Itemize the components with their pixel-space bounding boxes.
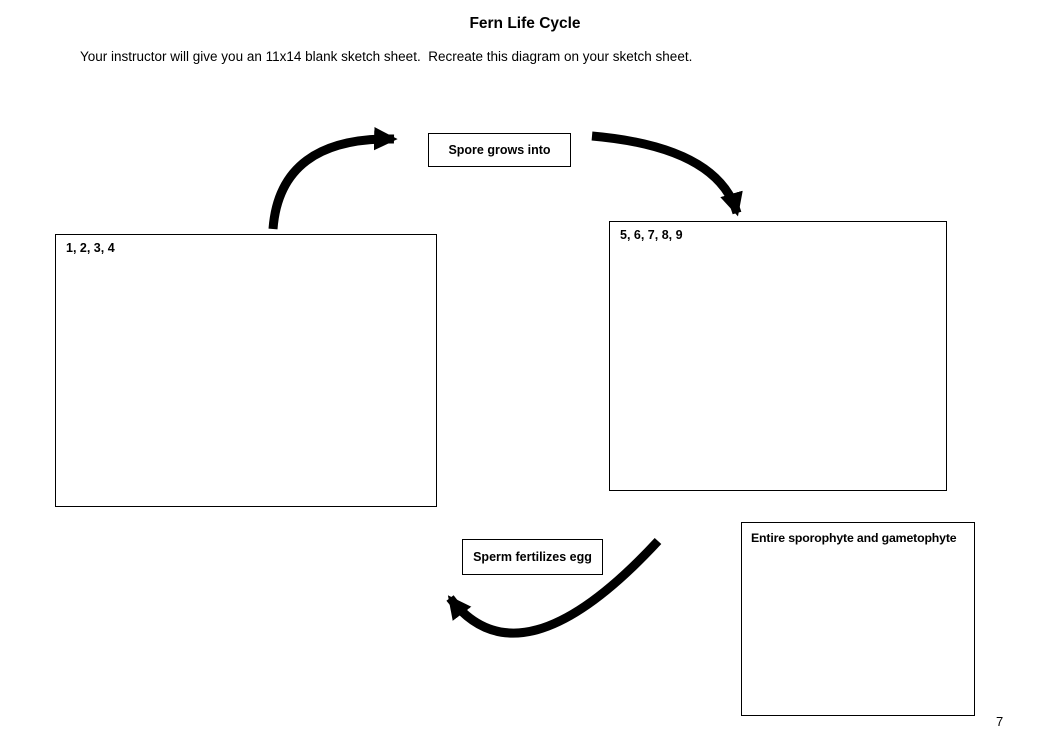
spore-grows-into-box: Spore grows into [428,133,571,167]
left-sketch-box-label: 1, 2, 3, 4 [66,241,115,255]
right-sketch-box: 5, 6, 7, 8, 9 [609,221,947,491]
spore-grows-into-label: Spore grows into [448,143,551,157]
arrow-left-box-to-spore [268,126,398,230]
page-title: Fern Life Cycle [469,15,581,32]
entire-sporophyte-gametophyte-box: Entire sporophyte and gametophyte [741,522,975,716]
sperm-fertilizes-egg-box: Sperm fertilizes egg [462,539,603,575]
arrow-spore-to-right-box [591,131,743,217]
left-sketch-box: 1, 2, 3, 4 [55,234,437,507]
sperm-fertilizes-egg-label: Sperm fertilizes egg [473,550,592,564]
entire-sporophyte-gametophyte-label: Entire sporophyte and gametophyte [751,531,957,545]
page-number: 7 [996,714,1004,729]
right-sketch-box-label: 5, 6, 7, 8, 9 [620,228,683,242]
instructions-text: Your instructor will give you an 11x14 b… [80,49,693,64]
